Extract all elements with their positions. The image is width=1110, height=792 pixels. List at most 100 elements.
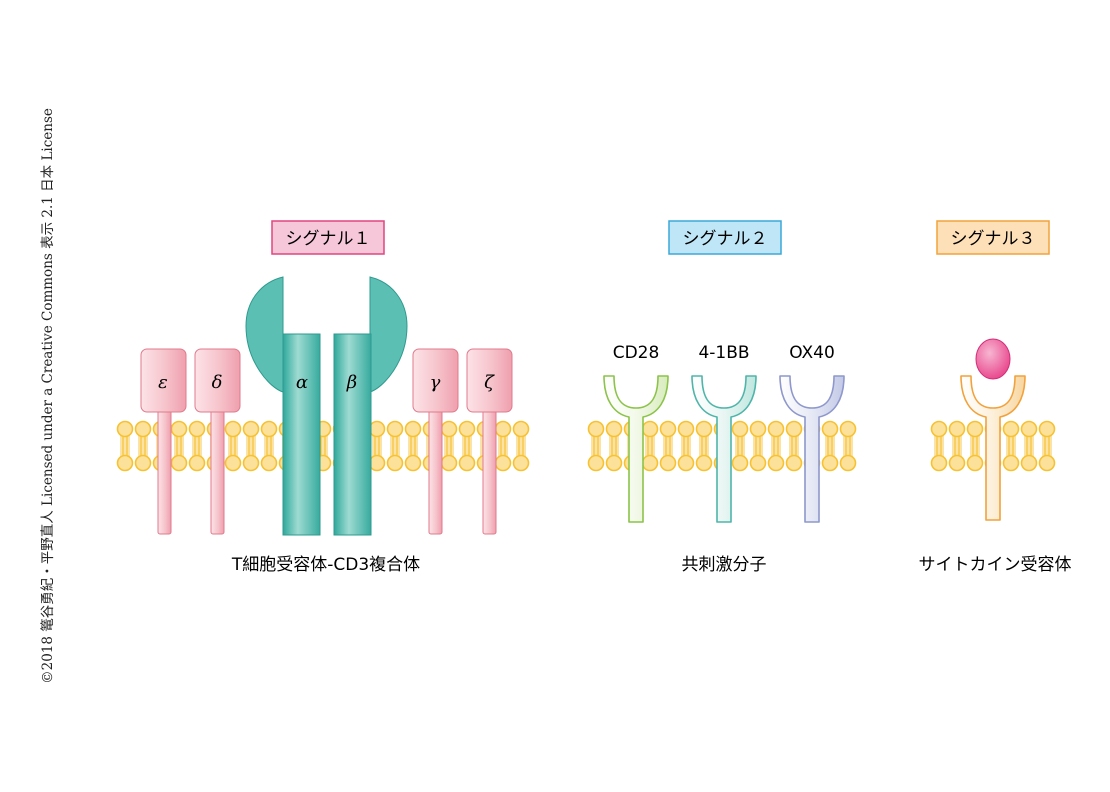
lipid-tail	[952, 435, 962, 457]
lipid-head	[1020, 454, 1038, 472]
lipid-head	[224, 420, 242, 438]
ox40-label: OX40	[789, 343, 835, 363]
4-1bb-label: 4-1BB	[698, 343, 749, 363]
lipid-head	[260, 420, 278, 438]
lipid-tail	[372, 435, 382, 457]
signal-2-label-box: シグナル２	[668, 220, 782, 255]
lipid-head	[785, 454, 803, 472]
lipid-head	[605, 420, 623, 438]
tcr-beta-chain: β	[333, 276, 408, 536]
lipid-head	[948, 420, 966, 438]
lipid-head	[368, 420, 386, 438]
lipid-tail	[645, 435, 655, 457]
lipid-tail	[609, 435, 619, 457]
lipid-tail	[1042, 435, 1052, 457]
tcr-alpha-chain: α	[245, 276, 321, 536]
lipid-head	[659, 420, 677, 438]
lipid-tail	[735, 435, 745, 457]
lipid-head	[260, 454, 278, 472]
lipid-tail	[970, 435, 980, 457]
lipid-head	[170, 454, 188, 472]
lipid-head	[116, 420, 134, 438]
lipid-head	[587, 420, 605, 438]
lipid-head	[386, 420, 404, 438]
lipid-head	[677, 420, 695, 438]
cd3-zeta-chain: ζ	[466, 348, 513, 535]
lipid-head	[1020, 420, 1038, 438]
lipid-tail	[228, 435, 238, 457]
lipid-tail	[390, 435, 400, 457]
lipid-head	[404, 454, 422, 472]
lipid-head	[605, 454, 623, 472]
lipid-head	[494, 420, 512, 438]
lipid-head	[224, 454, 242, 472]
lipid-head	[948, 454, 966, 472]
lipid-tail	[444, 435, 454, 457]
lipid-tail	[138, 435, 148, 457]
lipid-head	[659, 454, 677, 472]
signal-3-label: シグナル３	[951, 229, 1036, 249]
lipid-head	[440, 454, 458, 472]
signal-1-label: シグナル１	[286, 229, 371, 249]
lipid-tail	[192, 435, 202, 457]
lipid-tail	[591, 435, 601, 457]
lipid-head	[749, 454, 767, 472]
alpha-label: α	[296, 372, 308, 393]
lipid-tail	[408, 435, 418, 457]
lipid-tail	[934, 435, 944, 457]
lipid-tail	[1024, 435, 1034, 457]
cytokine-ligand	[975, 338, 1011, 380]
lipid-head	[839, 420, 857, 438]
lipid-head	[134, 420, 152, 438]
lipid-head	[821, 420, 839, 438]
lipid-head	[695, 420, 713, 438]
lipid-head	[966, 420, 984, 438]
signal-1-label-box: シグナル１	[271, 220, 385, 255]
lipid-head	[242, 454, 260, 472]
lipid-head	[767, 420, 785, 438]
4-1bb-receptor: 4-1BB	[691, 343, 757, 523]
lipid-tail	[462, 435, 472, 457]
lipid-head	[512, 420, 530, 438]
lipid-head	[785, 420, 803, 438]
lipid-tail	[516, 435, 526, 457]
lipid-head	[1002, 420, 1020, 438]
lipid-tail	[843, 435, 853, 457]
lipid-head	[512, 454, 530, 472]
lipid-tail	[1006, 435, 1016, 457]
lipid-head	[440, 420, 458, 438]
epsilon-label: ε	[158, 372, 168, 393]
lipid-head	[1038, 454, 1056, 472]
zeta-label: ζ	[484, 372, 495, 393]
lipid-head	[404, 420, 422, 438]
lipid-tail	[120, 435, 130, 457]
lipid-head	[242, 420, 260, 438]
lipid-head	[587, 454, 605, 472]
lipid-tail	[753, 435, 763, 457]
lipid-head	[170, 420, 188, 438]
lipid-head	[1002, 454, 1020, 472]
lipid-head	[641, 420, 659, 438]
cd28-label: CD28	[613, 343, 660, 363]
ox40-receptor: OX40	[779, 343, 845, 523]
lipid-head	[677, 454, 695, 472]
lipid-tail	[246, 435, 256, 457]
lipid-head	[188, 454, 206, 472]
lipid-head	[731, 420, 749, 438]
lipid-head	[494, 454, 512, 472]
cell-membrane-tcr	[116, 420, 530, 472]
lipid-head	[458, 454, 476, 472]
lipid-tail	[771, 435, 781, 457]
lipid-head	[116, 454, 134, 472]
lipid-head	[966, 454, 984, 472]
cd3-delta-chain: δ	[194, 348, 241, 535]
lipid-head	[134, 454, 152, 472]
lipid-head	[731, 454, 749, 472]
cytokine-receptor	[960, 338, 1026, 521]
lipid-head	[839, 454, 857, 472]
lipid-tail	[498, 435, 508, 457]
tcr-complex-caption: T細胞受容体-CD3複合体	[231, 555, 420, 575]
lipid-tail	[318, 435, 328, 457]
lipid-head	[821, 454, 839, 472]
